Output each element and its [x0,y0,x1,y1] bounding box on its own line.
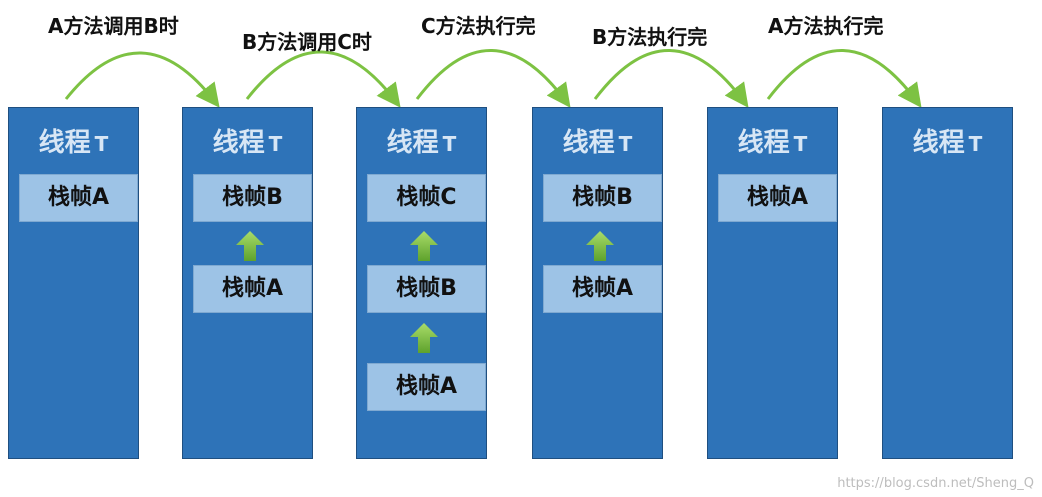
transition-arc-3 [415,49,571,108]
stack-frame: 栈帧B [193,174,312,222]
transition-label-5: A方法执行完 [768,14,884,38]
watermark: https://blog.csdn.net/Sheng_Q [837,476,1034,491]
thread-suffix: T [968,132,983,156]
thread-suffix: T [268,132,283,156]
transition-label-4: B方法执行完 [592,25,708,49]
stack-up-arrow-icon [586,231,614,261]
stack-frame: 栈帧A [367,363,486,411]
transition-label-3: C方法执行完 [421,14,536,38]
thread-suffix: T [618,132,633,156]
thread-label: 线程 [562,128,615,158]
thread-suffix: T [94,132,109,156]
stack-frame: 栈帧A [718,174,837,222]
stack-frame: 栈帧B [543,174,662,222]
transition-arc-4 [593,49,749,108]
thread-label: 线程 [212,128,265,158]
stack-up-arrow-icon [410,231,438,261]
thread-suffix: T [442,132,457,156]
stack-frame: 栈帧B [367,265,486,313]
stack-up-arrow-icon [410,323,438,353]
transition-label-2: B方法调用C时 [242,30,372,54]
transition-label-1: A方法调用B时 [48,14,179,38]
transition-arc-5 [766,49,922,108]
thread-label: 线程 [737,128,790,158]
stack-frame: 栈帧C [367,174,486,222]
thread-label: 线程 [912,128,965,158]
thread-label: 线程 [38,128,91,158]
stack-frame: 栈帧A [193,265,312,313]
stack-frame: 栈帧A [543,265,662,313]
stack-up-arrow-icon [236,231,264,261]
thread-label: 线程 [386,128,439,158]
transition-arc-1 [64,51,220,108]
transition-arc-2 [245,50,401,108]
stack-frame: 栈帧A [19,174,138,222]
thread-suffix: T [793,132,808,156]
